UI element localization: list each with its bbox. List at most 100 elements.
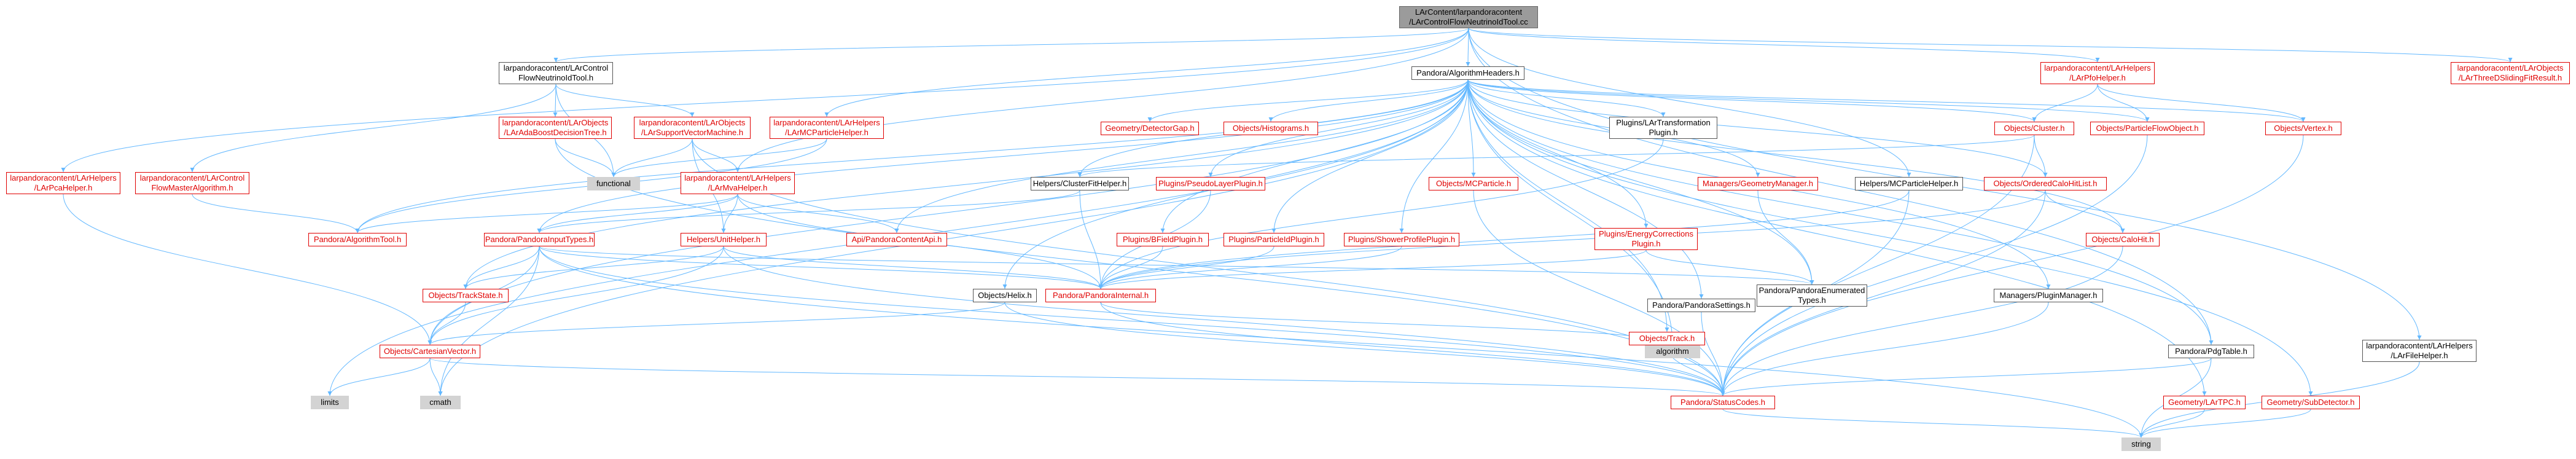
- edge-inputtypes-cmath: [438, 246, 540, 396]
- edge-geomanager-enumtypes: [1757, 190, 1814, 285]
- node-bfield[interactable]: Plugins/BFieldPlugin.h: [1117, 233, 1209, 246]
- node-algorithm[interactable]: algorithm: [1645, 345, 1700, 358]
- node-adaboost[interactable]: larpandoracontent/LArObjects /LArAdaBoos…: [499, 117, 612, 139]
- node-track-visible[interactable]: Objects/Track.h: [1629, 332, 1705, 345]
- node-pfo[interactable]: Objects/ParticleFlowObject.h: [2090, 122, 2204, 135]
- node-calohit[interactable]: Objects/CaloHit.h: [2086, 233, 2160, 246]
- edge-transformation-pandorainternal: [1098, 138, 1664, 289]
- node-geomanager[interactable]: Managers/GeometryManager.h: [1698, 177, 1818, 190]
- edge-subdetector-string: [2139, 409, 2311, 438]
- node-lartpc[interactable]: Geometry/LArTPC.h: [2163, 396, 2246, 409]
- edge-algheaders-pfo: [1467, 79, 2150, 122]
- edge-orderedcalohit-calohit: [2045, 190, 2125, 233]
- node-mcparticle[interactable]: Objects/MCParticle.h: [1429, 177, 1518, 190]
- node-fithelper[interactable]: larpandoracontent/LArHelpers /LArFileHel…: [2362, 340, 2476, 362]
- node-pandorainternal[interactable]: Pandora/PandoraInternal.h: [1045, 289, 1156, 302]
- edge-root-mcparticlehelperh: [1468, 28, 1911, 178]
- edge-root-pcahelper: [61, 28, 1469, 173]
- node-pfohelper[interactable]: larpandoracontent/LArHelpers /LArPfoHelp…: [2040, 62, 2155, 84]
- node-helix[interactable]: Objects/Helix.h: [973, 289, 1037, 302]
- edge-settings-statuscodes: [1701, 312, 1725, 396]
- node-root[interactable]: LArContent/larpandoracontent /LArControl…: [1399, 6, 1538, 28]
- edge-svm-mvahelper: [692, 138, 740, 173]
- node-transformation[interactable]: Plugins/LArTransformation Plugin.h: [1609, 117, 1717, 139]
- edge-orderedcalohit-statuscodes: [1720, 190, 2046, 396]
- edge-algheaders-lartpc: [1467, 79, 2207, 396]
- node-trackstate[interactable]: Objects/TrackState.h: [423, 289, 509, 302]
- edge-algheaders-apicontent: [894, 79, 1469, 233]
- node-mcparticlehelperh[interactable]: Helpers/MCParticleHelper.h: [1855, 177, 1963, 190]
- edge-algheaders-energycorr: [1467, 79, 1649, 229]
- edge-algheaders-pdgtable: [1467, 79, 2214, 345]
- node-pdgtable[interactable]: Pandora/PdgTable.h: [2168, 345, 2254, 358]
- edge-algheaders-mcparticle: [1467, 79, 1476, 178]
- node-subdetector[interactable]: Geometry/SubDetector.h: [2262, 396, 2360, 409]
- edge-cluster-orderedcalohit: [2034, 135, 2048, 178]
- edge-root-pfohelper: [1468, 28, 2100, 63]
- edge-helix-cartesian: [427, 302, 1005, 345]
- edge-clusterfit-inputtypes: [537, 190, 1080, 233]
- edge-bfield-pandorainternal: [1098, 246, 1163, 289]
- node-apicontent[interactable]: Api/PandoraContentApi.h: [846, 233, 947, 246]
- node-flowneutrino[interactable]: larpandoracontent/LArControl FlowNeutrin…: [499, 62, 613, 84]
- node-cluster[interactable]: Objects/Cluster.h: [1994, 122, 2074, 135]
- edge-mcparticlehelperh-pandorainternal: [1098, 190, 1910, 289]
- node-slidingfit[interactable]: larpandoracontent/LArObjects /LArThreeDS…: [2451, 62, 2570, 84]
- edge-orderedcalohit-pandorainternal: [1098, 190, 2046, 289]
- edge-unithelper-statuscodes: [723, 246, 1725, 396]
- edge-pfohelper-cluster: [2032, 84, 2098, 122]
- edge-algheaders-particleid: [1271, 79, 1469, 233]
- edge-root-algheaders: [1466, 28, 1470, 67]
- edge-trackstate-cartesian: [427, 302, 466, 345]
- node-functional[interactable]: functional: [587, 177, 640, 190]
- edge-svm-functional: [611, 138, 693, 178]
- edge-algheaders-algtool: [355, 79, 1469, 233]
- edge-helix-statuscodes: [1004, 302, 1725, 396]
- edge-algheaders-subdetector: [1467, 79, 2313, 396]
- node-mvahelper[interactable]: larpandoracontent/LArHelpers /LArMvaHelp…: [681, 172, 795, 194]
- node-algheaders[interactable]: Pandora/AlgorithmHeaders.h: [1411, 66, 1524, 80]
- node-cmath[interactable]: cmath: [420, 396, 461, 409]
- edge-inputtypes-enumtypes: [539, 246, 1814, 285]
- node-limits[interactable]: limits: [311, 396, 349, 409]
- edge-lartpc-string: [2139, 409, 2205, 438]
- node-settings[interactable]: Pandora/PandoraSettings.h: [1647, 299, 1755, 312]
- edge-algheaders-settings: [1467, 79, 1704, 299]
- edge-calohit-statuscodes: [1720, 246, 2123, 396]
- edge-root-mcparticlehelper: [824, 28, 1469, 117]
- edge-adaboost-functional: [555, 138, 616, 178]
- node-clusterfit[interactable]: Helpers/ClusterFitHelper.h: [1031, 177, 1129, 190]
- edge-cartesian-cmath: [429, 358, 443, 396]
- edge-mvahelper-apicontent: [737, 194, 899, 233]
- node-algtool[interactable]: Pandora/AlgorithmTool.h: [308, 233, 407, 246]
- edge-pfo-statuscodes: [1720, 135, 2148, 396]
- node-enumtypes[interactable]: Pandora/PandoraEnumerated Types.h: [1757, 284, 1867, 307]
- node-pluginmanager[interactable]: Managers/PluginManager.h: [1994, 289, 2103, 302]
- edge-cartesian-limits: [327, 358, 431, 396]
- edge-root-slidingfit: [1468, 28, 2513, 63]
- node-svm[interactable]: larpandoracontent/LArObjects /LArSupport…: [634, 117, 751, 139]
- node-inputtypes[interactable]: Pandora/PandoraInputTypes.h: [484, 233, 595, 246]
- node-statuscodes[interactable]: Pandora/StatusCodes.h: [1671, 396, 1775, 409]
- node-pseudolayer[interactable]: Plugins/PseudoLayerPlugin.h: [1156, 177, 1265, 190]
- node-detectorgap[interactable]: Geometry/DetectorGap.h: [1101, 122, 1199, 135]
- node-string[interactable]: string: [2121, 437, 2161, 451]
- node-histograms[interactable]: Objects/Histograms.h: [1224, 122, 1318, 135]
- edge-algheaders-pseudolayer: [1208, 79, 1469, 178]
- edge-showerprofile-pandorainternal: [1098, 246, 1402, 289]
- node-orderedcalohit[interactable]: Objects/OrderedCaloHitList.h: [1984, 177, 2107, 190]
- edge-unithelper-pandorainternal: [723, 246, 1103, 289]
- node-energycorr[interactable]: Plugins/EnergyCorrections Plugin.h: [1594, 228, 1698, 250]
- node-vertex[interactable]: Objects/Vertex.h: [2265, 122, 2341, 135]
- node-pcahelper[interactable]: larpandoracontent/LArHelpers /LArPcaHelp…: [6, 172, 120, 194]
- edge-mcparticle-statuscodes: [1473, 190, 1725, 396]
- edge-pdgtable-statuscodes: [1720, 358, 2212, 396]
- edge-flowneutrino-adaboost: [553, 84, 558, 117]
- node-unithelper[interactable]: Helpers/UnitHelper.h: [681, 233, 767, 246]
- node-cartesian[interactable]: Objects/CartesianVector.h: [380, 345, 480, 358]
- node-particleid[interactable]: Plugins/ParticleIdPlugin.h: [1224, 233, 1324, 246]
- node-mcparticlehelper[interactable]: larpandoracontent/LArHelpers /LArMCParti…: [770, 117, 884, 139]
- edge-cluster-clusterfit: [1077, 135, 2035, 178]
- node-controlflowmaster[interactable]: larpandoracontent/LArControl FlowMasterA…: [135, 172, 249, 194]
- node-showerprofile[interactable]: Plugins/ShowerProfilePlugin.h: [1344, 233, 1459, 246]
